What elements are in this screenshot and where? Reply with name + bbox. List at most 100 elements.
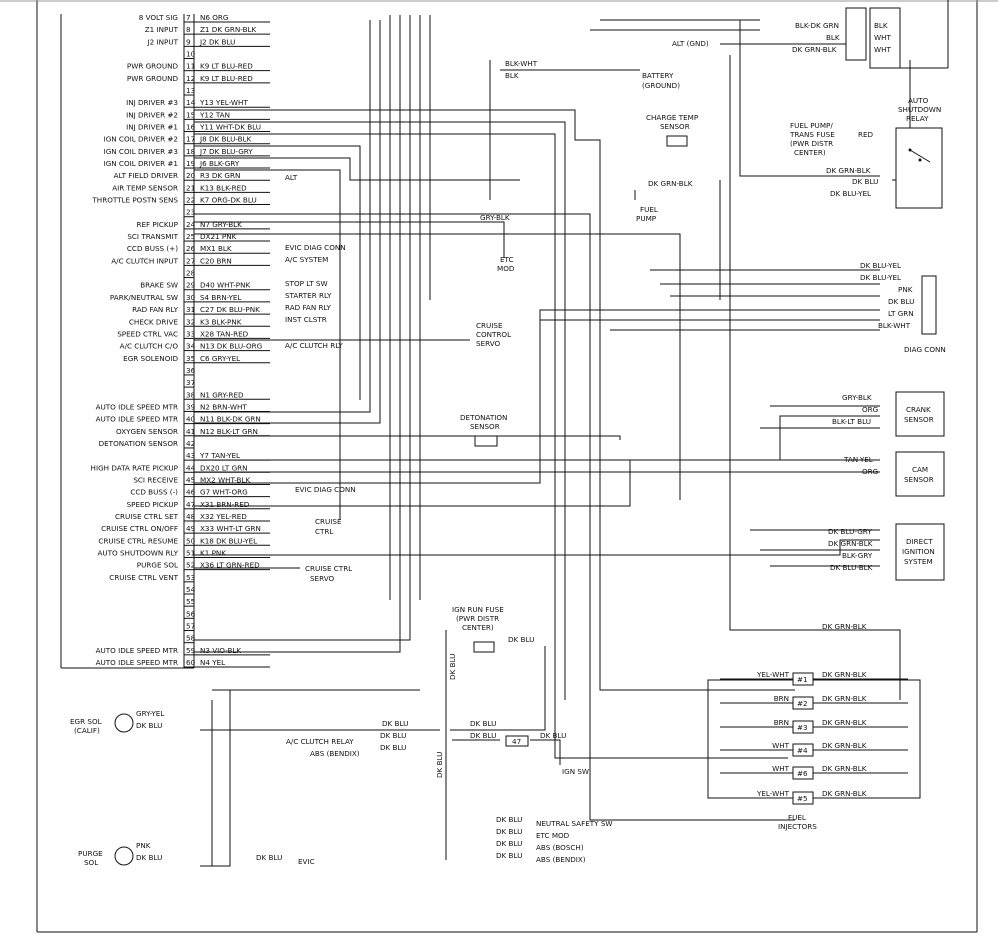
pin-wire: N11 BLK-DK GRN — [200, 415, 261, 424]
pin-number: 43 — [186, 451, 195, 460]
svg-text:ABS (BOSCH): ABS (BOSCH) — [536, 843, 584, 852]
pin-wire: G7 WHT-ORG — [200, 488, 248, 497]
svg-text:DK BLU: DK BLU — [540, 731, 566, 740]
ign-sw-label: IGN SW — [562, 767, 589, 776]
svg-text:DK BLU-BLK: DK BLU-BLK — [830, 563, 873, 572]
pin-function: CHECK DRIVE — [129, 317, 179, 326]
asd-relay-box — [895, 127, 943, 209]
pin-wire: N13 DK BLU-ORG — [200, 342, 262, 351]
injector-wire-in: YEL-WHT — [756, 789, 790, 798]
pin-function: PURGE SOL — [137, 561, 178, 570]
svg-text:DK GRN-BLK: DK GRN-BLK — [822, 622, 867, 631]
svg-text:SERVO: SERVO — [476, 339, 500, 348]
svg-text:GRY-BLK: GRY-BLK — [480, 213, 510, 222]
svg-text:SHUTDOWN: SHUTDOWN — [898, 105, 941, 114]
svg-text:WHT: WHT — [874, 45, 892, 54]
pin-function: IGN COIL DRIVER #1 — [104, 159, 178, 168]
pin-wire: J6 BLK-GRY — [199, 159, 240, 168]
svg-text:DK BLU: DK BLU — [256, 853, 282, 862]
svg-text:INJECTORS: INJECTORS — [778, 822, 817, 831]
evic-label: EVIC — [298, 857, 315, 866]
injector-number: #6 — [797, 769, 808, 778]
pin-number: 54 — [186, 585, 196, 594]
pin-number: 22 — [186, 196, 195, 205]
crank-sensor-box — [895, 391, 945, 437]
pin-number: 37 — [186, 378, 195, 387]
fuel-pump-label: FUEL — [640, 205, 658, 214]
svg-text:(PWR DISTR: (PWR DISTR — [456, 614, 499, 623]
injector-wire-in: WHT — [772, 764, 790, 773]
pin-wire: DX21 PNK — [200, 232, 237, 241]
pin-function: A/C CLUTCH C/O — [120, 342, 179, 351]
svg-text:CONTROL: CONTROL — [476, 330, 511, 339]
svg-text:ORG: ORG — [862, 405, 878, 414]
splice-47 — [505, 735, 529, 747]
pin-function: CRUISE CTRL ON/OFF — [101, 524, 178, 533]
pin-wire: Y13 YEL-WHT — [199, 98, 248, 107]
pin-wire: MX2 WHT-BLK — [200, 475, 250, 484]
svg-text:WHT: WHT — [874, 33, 892, 42]
svg-text:DK GRN-BLK: DK GRN-BLK — [792, 45, 837, 54]
destination-label: STARTER RLY — [285, 291, 332, 300]
pin-wire: S4 BRN-YEL — [200, 293, 241, 302]
pin-number: 23 — [186, 208, 195, 217]
pin-wire: K7 ORG-DK BLU — [200, 196, 257, 205]
pin-function: EGR SOLENOID — [123, 354, 178, 363]
injector-wire-out: DK GRN-BLK — [822, 718, 867, 727]
pin-wire: C6 GRY-YEL — [200, 354, 240, 363]
pin-wire: N3 VIO-BLK — [200, 646, 241, 655]
svg-text:SENSOR: SENSOR — [904, 475, 934, 484]
pin-wire: K18 DK BLU-YEL — [200, 536, 257, 545]
cam-sensor-box — [895, 451, 945, 497]
destination-label: CRUISE CTRL — [305, 564, 352, 573]
injector-wire-in: YEL-WHT — [756, 670, 790, 679]
wire-bundle — [194, 15, 911, 867]
pin-number: 7 — [186, 13, 191, 22]
vertical-dkblu-b: DK BLU — [435, 752, 444, 778]
pin-number: 27 — [186, 256, 195, 265]
pin-number: 28 — [186, 269, 196, 278]
pin-wire: N6 ORG — [200, 13, 228, 22]
pin-function: IGN COIL DRIVER #2 — [104, 135, 178, 144]
pin-wire: X28 TAN-RED — [200, 329, 249, 338]
svg-text:SYSTEM: SYSTEM — [904, 557, 933, 566]
injector-wire-out: DK GRN-BLK — [822, 694, 867, 703]
pin-number: 50 — [186, 536, 196, 545]
pin-function: CRUISE CTRL SET — [115, 512, 179, 521]
vertical-dkblu-a: DK BLU — [448, 654, 457, 680]
svg-text:PNK: PNK — [136, 841, 151, 850]
svg-text:SENSOR: SENSOR — [904, 415, 934, 424]
pin-function: IGN COIL DRIVER #3 — [104, 147, 178, 156]
pin-wire: Z1 DK GRN-BLK — [200, 25, 257, 34]
svg-text:DK BLU: DK BLU — [496, 851, 522, 860]
svg-text:ABS (BENDIX): ABS (BENDIX) — [536, 855, 586, 864]
injector-wire-out: DK GRN-BLK — [822, 741, 867, 750]
pin-number: 34 — [186, 342, 196, 351]
pin-function: INJ DRIVER #1 — [126, 123, 178, 132]
ign-system-label: DIRECT — [906, 537, 933, 546]
pin-wire: X31 BRN-RED — [200, 500, 250, 509]
pin-wire: R3 DK GRN — [200, 171, 240, 180]
pin-number: 47 — [186, 500, 195, 509]
alt-gnd-label: ALT (GND) — [672, 39, 709, 48]
pin-number: 8 — [186, 25, 191, 34]
pin-function: OXYGEN SENSOR — [116, 427, 178, 436]
svg-text:DK BLU-YEL: DK BLU-YEL — [860, 261, 901, 270]
pin-function: PARK/NEUTRAL SW — [110, 293, 178, 302]
pin-function: Z1 INPUT — [145, 25, 179, 34]
injector-wire-in: BRN — [774, 694, 789, 703]
pin-number: 15 — [186, 110, 195, 119]
pin-number: 40 — [186, 415, 196, 424]
crank-label: CRANK — [906, 405, 931, 414]
pin-wire: K1 PNK — [200, 548, 226, 557]
svg-text:DK BLU: DK BLU — [136, 721, 162, 730]
svg-text:DK GRN-BLK: DK GRN-BLK — [826, 166, 871, 175]
pin-wire: X36 LT GRN-RED — [200, 561, 260, 570]
pin-wire: C20 BRN — [200, 256, 232, 265]
pin-wire: N1 GRY-RED — [200, 390, 244, 399]
pin-number: 33 — [186, 329, 195, 338]
svg-text:DK BLU-YEL: DK BLU-YEL — [830, 189, 871, 198]
